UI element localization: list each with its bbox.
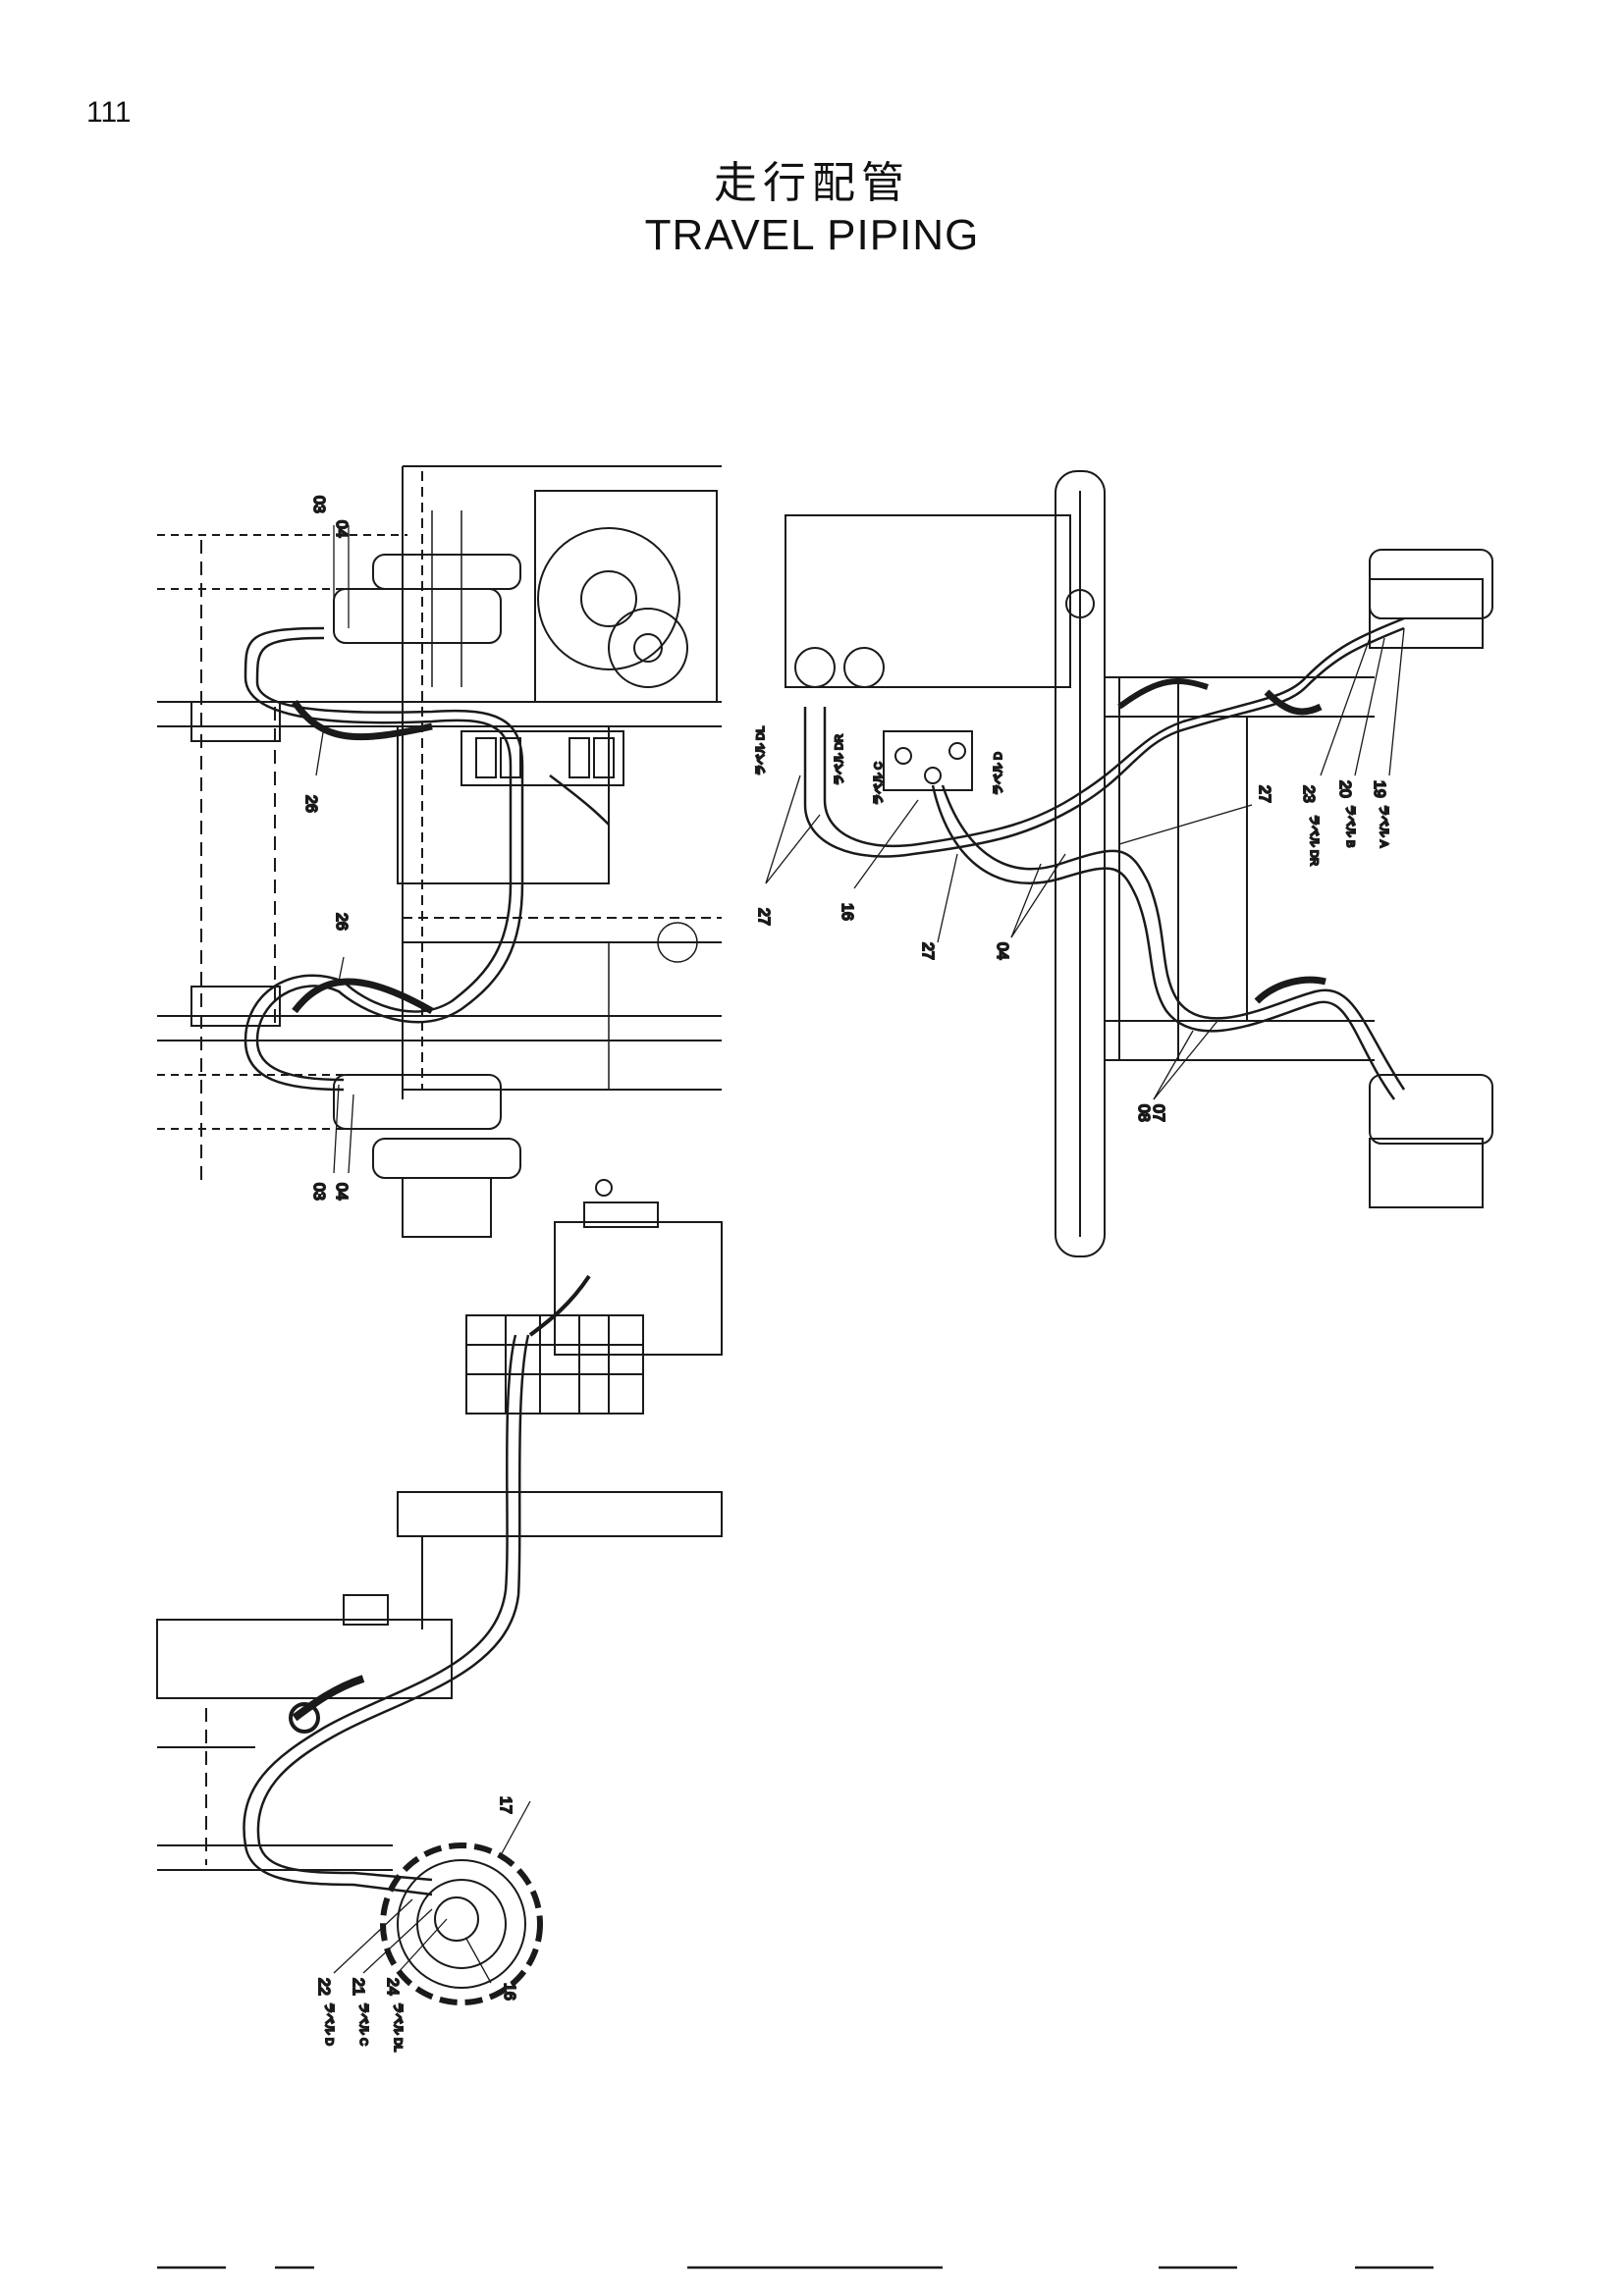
swing-motor-circle — [537, 527, 688, 688]
travel-hoses-bottom — [243, 1274, 591, 1896]
tag-label-d: ラベル D — [993, 752, 1004, 795]
travel-hoses-right — [803, 616, 1406, 1100]
callout-20: 20 — [1336, 780, 1353, 798]
bottom-detail-view — [156, 1179, 723, 2005]
upper-structure — [397, 465, 722, 1099]
tag-label-c: ラベル C — [873, 762, 885, 805]
left-plan-view — [157, 465, 722, 1238]
leader-lines — [315, 525, 1405, 1984]
cross-member-bottom — [190, 986, 281, 1027]
page-title-japanese: 走行配管 — [714, 158, 910, 208]
callout-27-c: 27 — [1256, 785, 1272, 803]
label-tags: ラベル DL ラベル DR ラベル C ラベル D ラベル DR ラベル B ラ… — [322, 725, 1390, 2053]
callout-17: 17 — [497, 1796, 514, 1814]
track-frame — [1105, 676, 1375, 1061]
track-motor-bottom — [333, 1074, 502, 1130]
page-title: TRAVEL PIPING — [644, 211, 980, 259]
control-valve-block — [460, 730, 624, 786]
tag-callout-19-label: ラベル A — [1378, 805, 1389, 848]
track-motor-right-top — [1369, 549, 1493, 619]
callout-04-c: 04 — [994, 942, 1010, 960]
fuel-tank — [785, 514, 1071, 688]
callout-27-a: 27 — [755, 908, 772, 926]
callout-19: 19 — [1371, 780, 1387, 798]
callout-16-b: 16 — [501, 1983, 517, 2001]
cross-member-top — [190, 701, 281, 742]
callout-24: 24 — [384, 1978, 401, 1996]
track-motor-right-bottom — [1369, 1074, 1493, 1145]
drive-sprocket — [380, 1842, 543, 2005]
callout-23: 23 — [1300, 785, 1317, 803]
callout-26-b: 26 — [333, 913, 350, 931]
callout-21: 21 — [350, 1978, 366, 1996]
tag-callout-20-label: ラベル B — [1344, 805, 1356, 847]
callout-22: 22 — [315, 1978, 332, 1996]
tag-callout-24-label: ラベル DL — [392, 2002, 404, 2052]
callout-26-a: 26 — [302, 795, 319, 813]
callout-03-top: 03 — [310, 496, 327, 513]
tag-callout-23-label: ラベル DR — [1308, 815, 1320, 866]
callout-08: 08 — [1135, 1104, 1152, 1122]
callout-07: 07 — [1150, 1104, 1166, 1122]
tag-callout-21-label: ラベル C — [357, 2002, 369, 2046]
track-motor-top — [333, 588, 502, 644]
callout-numbers: 03 04 26 26 03 04 27 16 27 04 27 23 20 1… — [301, 495, 1388, 2002]
tag-label-dl: ラベル DL — [755, 726, 767, 775]
tag-label-dr: ラベル DR — [834, 734, 845, 785]
center-joint-block — [883, 730, 973, 791]
mounting-lines — [431, 510, 722, 1090]
travel-hoses-left — [244, 626, 610, 1092]
right-side-view — [785, 470, 1493, 1257]
callout-16-a: 16 — [839, 903, 855, 921]
callout-04-top: 04 — [333, 520, 350, 538]
tag-callout-22-label: ラベル D — [323, 2002, 335, 2046]
callout-03-bottom: 03 — [310, 1183, 327, 1201]
callout-04-bottom: 04 — [333, 1183, 350, 1201]
callout-27-b: 27 — [919, 942, 936, 960]
page-number: 111 — [86, 96, 132, 129]
